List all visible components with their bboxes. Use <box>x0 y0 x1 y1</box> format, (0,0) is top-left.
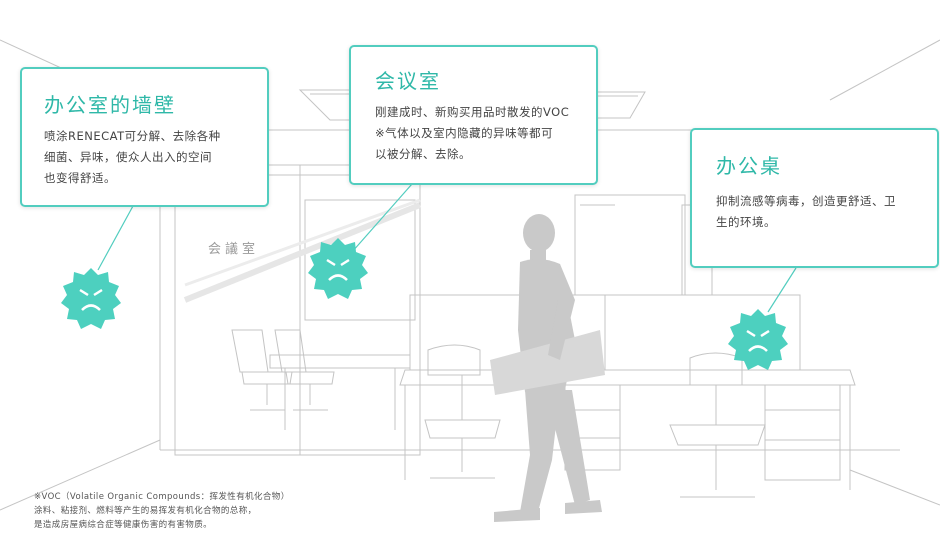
germ-icon-meeting <box>308 238 368 299</box>
callout-meeting-line-2: ※气体以及室内隐藏的异味等都可 <box>375 126 554 140</box>
callout-desk-line-2: 生的环境。 <box>716 215 776 229</box>
footnote-line-1: ※VOC（Volatile Organic Compounds：挥发性有机化合物… <box>34 492 290 502</box>
callout-wall-line-1: 喷涂RENECAT可分解、去除各种 <box>44 129 221 143</box>
callout-meeting-line-3: 以被分解、去除。 <box>375 147 471 161</box>
callout-desk-text: 抑制流感等病毒，创造更舒适、卫 生的环境。 <box>716 191 921 233</box>
callout-desk-title: 办公桌 <box>716 154 782 178</box>
callout-meeting-line-1: 刚建成时、新购买用品时散发的VOC <box>375 105 570 119</box>
germ-icon-desk <box>728 309 788 370</box>
callout-meeting-text: 刚建成时、新购买用品时散发的VOC ※气体以及室内隐藏的异味等都可 以被分解、去… <box>375 102 576 165</box>
callout-desk-line-1: 抑制流感等病毒，创造更舒适、卫 <box>716 194 896 208</box>
callout-wall: 办公室的墙壁 喷涂RENECAT可分解、去除各种 细菌、异味，使众人出入的空间 … <box>20 67 269 207</box>
germ-icon-wall <box>61 268 121 329</box>
callout-wall-line-2: 细菌、异味，使众人出入的空间 <box>44 150 212 164</box>
footnote-line-3: 是造成房屋病综合症等健康伤害的有害物质。 <box>34 520 213 530</box>
footnote-line-2: 涂料、粘接剂、燃料等产生的易挥发有机化合物的总称， <box>34 506 257 516</box>
callout-meeting-title: 会议室 <box>375 69 441 93</box>
callout-wall-title: 办公室的墙壁 <box>44 93 176 117</box>
callout-wall-text: 喷涂RENECAT可分解、去除各种 细菌、异味，使众人出入的空间 也变得舒适。 <box>44 126 247 189</box>
person-silhouette <box>490 214 605 522</box>
callout-desk: 办公桌 抑制流感等病毒，创造更舒适、卫 生的环境。 <box>690 128 939 268</box>
callout-leaders <box>97 183 797 313</box>
meeting-room-sign: 会議室 <box>208 242 260 257</box>
callout-wall-line-3: 也变得舒适。 <box>44 171 116 185</box>
voc-footnote: ※VOC（Volatile Organic Compounds：挥发性有机化合物… <box>34 490 290 532</box>
callout-meeting-room: 会议室 刚建成时、新购买用品时散发的VOC ※气体以及室内隐藏的异味等都可 以被… <box>349 45 598 185</box>
